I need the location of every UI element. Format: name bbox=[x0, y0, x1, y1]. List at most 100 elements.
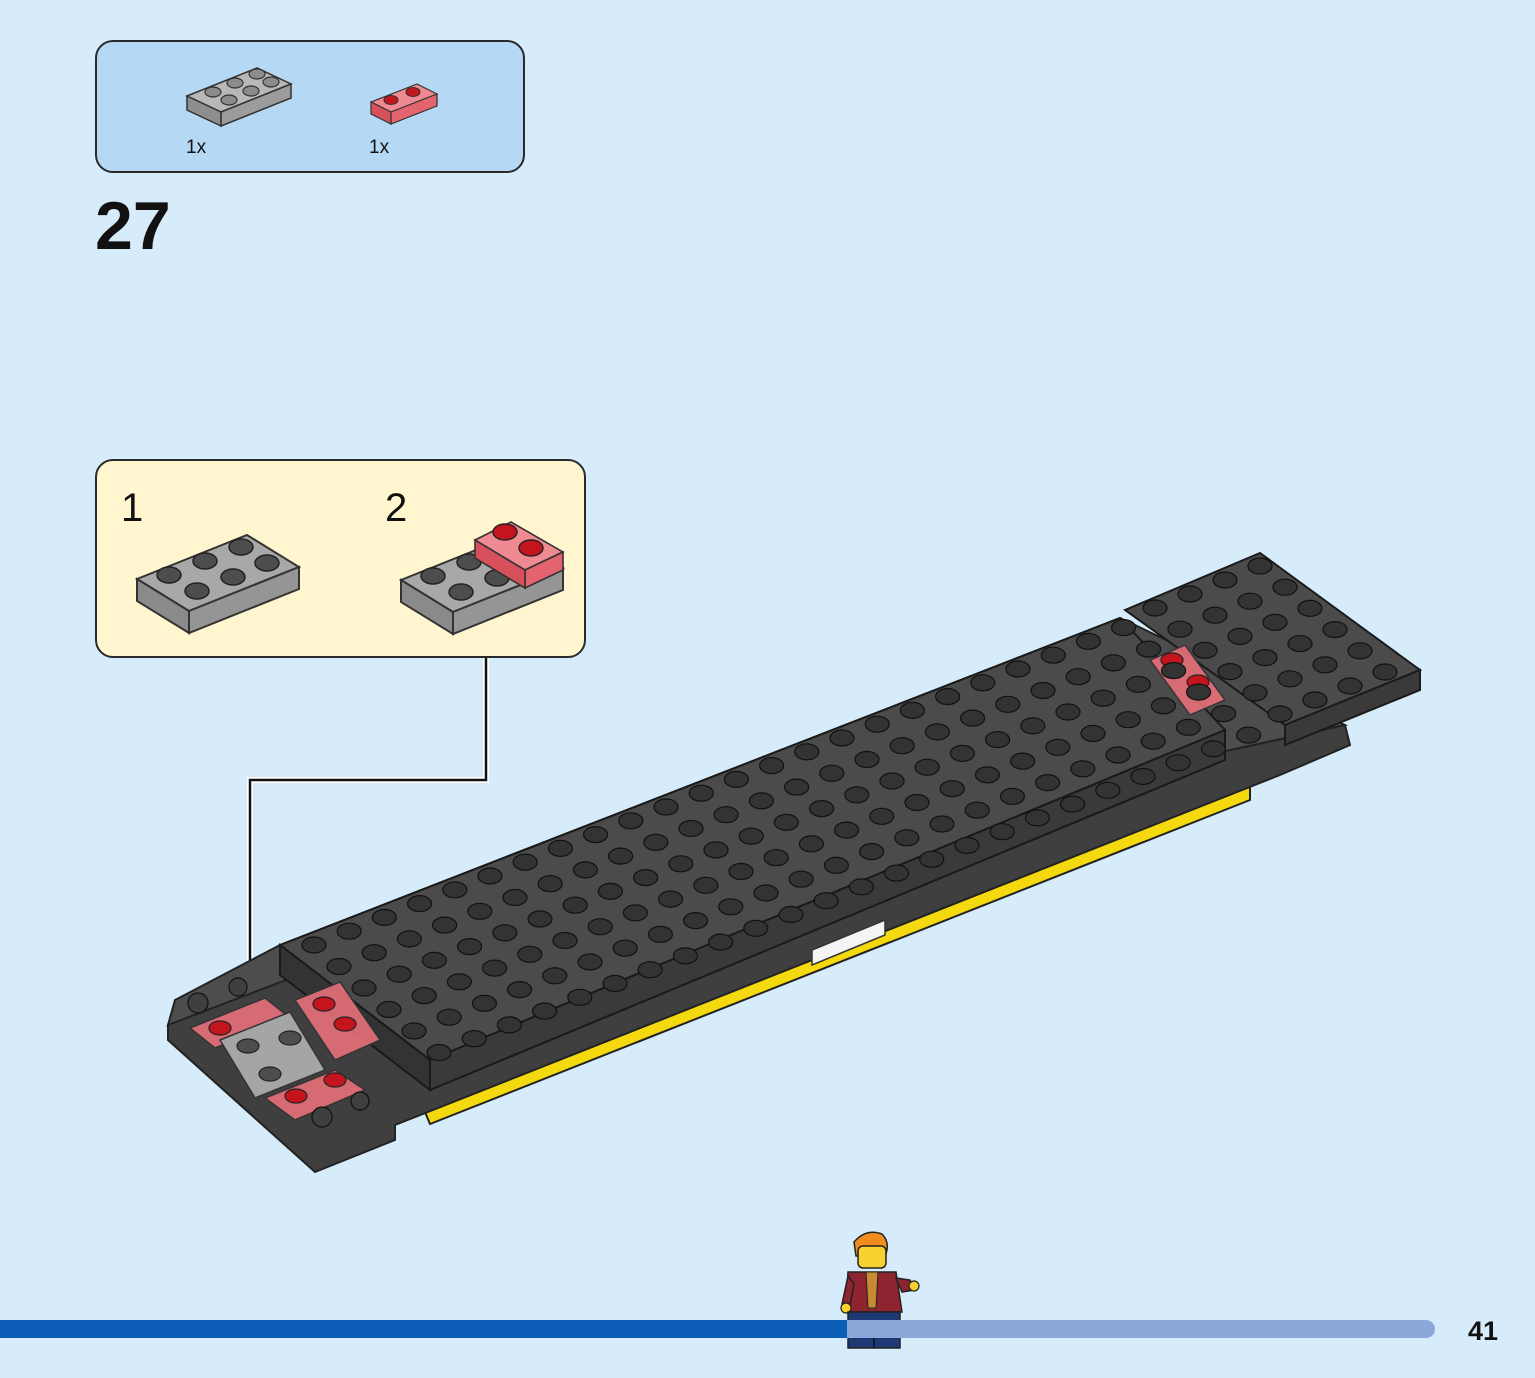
stud bbox=[1070, 760, 1096, 778]
stud bbox=[647, 925, 674, 944]
stud bbox=[808, 799, 835, 818]
stud bbox=[703, 841, 729, 859]
stud bbox=[823, 856, 850, 875]
stud bbox=[492, 924, 518, 942]
stud bbox=[1312, 656, 1338, 674]
stud bbox=[1040, 646, 1066, 664]
stud bbox=[819, 764, 845, 782]
stud bbox=[602, 974, 628, 993]
stud bbox=[1277, 670, 1303, 688]
stud bbox=[1267, 705, 1293, 723]
stud bbox=[301, 936, 327, 954]
stud bbox=[1030, 681, 1056, 700]
stud bbox=[457, 937, 483, 956]
stud bbox=[879, 772, 905, 790]
stud bbox=[1212, 571, 1238, 589]
stud bbox=[964, 801, 990, 819]
stud bbox=[512, 853, 538, 871]
stud bbox=[1065, 668, 1091, 686]
stud bbox=[949, 744, 976, 763]
stud bbox=[618, 812, 644, 830]
stud bbox=[1272, 578, 1298, 596]
stud bbox=[1009, 752, 1036, 770]
stud bbox=[1100, 654, 1127, 672]
stud bbox=[517, 945, 543, 963]
part-qty-2: 1x bbox=[369, 137, 390, 158]
stud bbox=[1034, 773, 1061, 792]
stud bbox=[1160, 661, 1187, 680]
stud bbox=[1005, 660, 1031, 678]
stud bbox=[1165, 754, 1191, 772]
progress-track bbox=[0, 1320, 1435, 1338]
stud bbox=[446, 973, 472, 991]
stud bbox=[974, 766, 1001, 784]
stud bbox=[1262, 613, 1288, 632]
trans-red-plate-1x2-icon bbox=[369, 83, 439, 125]
stud bbox=[1125, 675, 1152, 694]
stud bbox=[984, 730, 1011, 749]
stud bbox=[1115, 711, 1141, 729]
stud bbox=[407, 894, 433, 913]
stud bbox=[763, 849, 789, 867]
stud bbox=[1210, 704, 1237, 723]
stud bbox=[482, 959, 508, 977]
stud bbox=[376, 1000, 402, 1019]
stud bbox=[653, 798, 679, 816]
stud bbox=[1105, 746, 1131, 764]
stud bbox=[858, 842, 885, 861]
stud bbox=[537, 875, 563, 893]
stud bbox=[351, 979, 377, 997]
stud bbox=[1302, 691, 1328, 709]
stud bbox=[527, 910, 553, 928]
stud bbox=[612, 939, 638, 957]
progress-fill bbox=[0, 1320, 847, 1338]
stud bbox=[1237, 592, 1263, 610]
stud bbox=[637, 961, 663, 979]
stud bbox=[643, 833, 669, 851]
stud bbox=[502, 888, 528, 907]
stud bbox=[848, 878, 875, 896]
part-qty-1: 1x bbox=[186, 137, 207, 158]
stud bbox=[1337, 677, 1363, 695]
stud bbox=[738, 827, 764, 845]
stud bbox=[758, 756, 785, 775]
stud bbox=[693, 876, 719, 894]
stud bbox=[707, 933, 734, 951]
stud bbox=[506, 980, 533, 999]
stud bbox=[396, 930, 422, 948]
page-number: 41 bbox=[1468, 1316, 1499, 1346]
stud bbox=[688, 784, 714, 802]
stud bbox=[748, 792, 775, 810]
stud bbox=[371, 908, 397, 927]
stud bbox=[1192, 641, 1218, 660]
stud bbox=[572, 861, 599, 879]
stud bbox=[597, 882, 624, 901]
stud bbox=[1252, 648, 1278, 667]
stud bbox=[728, 862, 754, 881]
stud bbox=[432, 916, 458, 934]
sub-step-callout: 1 2 bbox=[95, 459, 586, 658]
stud bbox=[1242, 684, 1268, 702]
stud bbox=[1177, 585, 1203, 603]
stud bbox=[361, 944, 387, 962]
stud bbox=[939, 780, 965, 798]
stud bbox=[713, 806, 739, 824]
stud bbox=[1200, 740, 1227, 758]
stud bbox=[1235, 726, 1262, 744]
stud bbox=[1095, 781, 1121, 799]
stud bbox=[1167, 620, 1193, 638]
stud bbox=[1175, 718, 1202, 737]
stud bbox=[632, 868, 659, 887]
stud bbox=[883, 864, 910, 882]
stud bbox=[411, 987, 437, 1005]
stud bbox=[668, 855, 694, 873]
stud bbox=[783, 778, 810, 796]
stud bbox=[1247, 557, 1273, 575]
stud bbox=[336, 922, 362, 940]
stud bbox=[773, 813, 800, 832]
gray-plate-with-red-plate-icon bbox=[399, 521, 566, 636]
stud bbox=[672, 947, 699, 965]
stud bbox=[426, 1043, 452, 1062]
stud bbox=[1150, 697, 1177, 715]
stud bbox=[919, 850, 945, 868]
